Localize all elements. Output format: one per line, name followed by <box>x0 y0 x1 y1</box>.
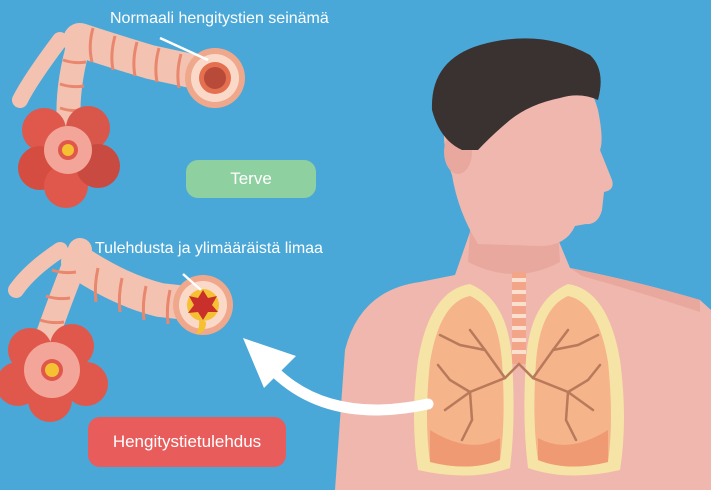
alveoli-inflamed <box>0 324 108 422</box>
alveoli-healthy <box>18 106 120 208</box>
label-normal-airway-wall: Normaali hengitystien seinämä <box>110 10 329 28</box>
person-figure <box>335 38 711 490</box>
label-inflammation-mucus: Tulehdusta ja ylimääräistä limaa <box>95 240 323 258</box>
inflamed-airway <box>0 250 233 422</box>
badge-healthy: Terve <box>186 160 316 198</box>
badge-bronchitis: Hengitystietulehdus <box>88 417 286 467</box>
